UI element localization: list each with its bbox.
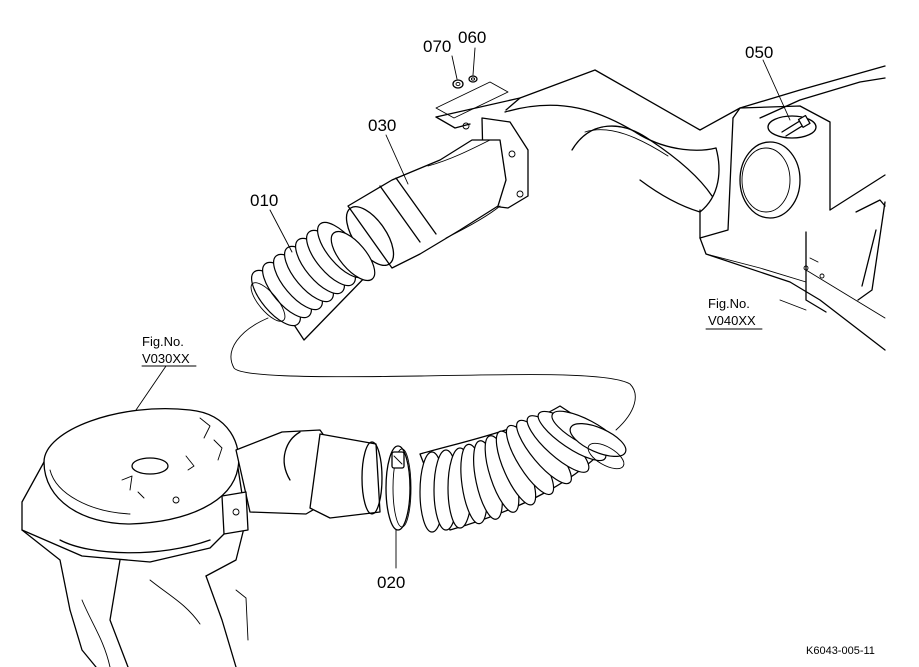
flexible-hose-lower: [419, 405, 627, 533]
drawing-code: K6043-005-11: [806, 645, 875, 657]
callout-020: 020: [377, 573, 405, 592]
callout-050: 050: [745, 43, 773, 62]
figure-reference-right-code: V040XX: [708, 313, 756, 328]
callout-030: 030: [368, 116, 396, 135]
figure-reference-left-code: V030XX: [142, 351, 190, 366]
engine-housing-assembly: [435, 65, 886, 351]
assembly-connection-line: [230, 317, 636, 431]
callout-060: 060: [458, 28, 486, 47]
flexible-hose-010: [250, 221, 376, 341]
elbow-pipe-030: [345, 139, 507, 269]
leader-lines: [135, 47, 807, 569]
blower-housing-assembly: [21, 408, 383, 667]
figure-reference-right-label: Fig.No.: [708, 296, 750, 311]
callout-070: 070: [423, 37, 451, 56]
hose-clamp-020: [385, 445, 412, 531]
figure-reference-left-label: Fig.No.: [142, 334, 184, 349]
callout-010: 010: [250, 191, 278, 210]
nut-and-washer: [435, 75, 509, 119]
